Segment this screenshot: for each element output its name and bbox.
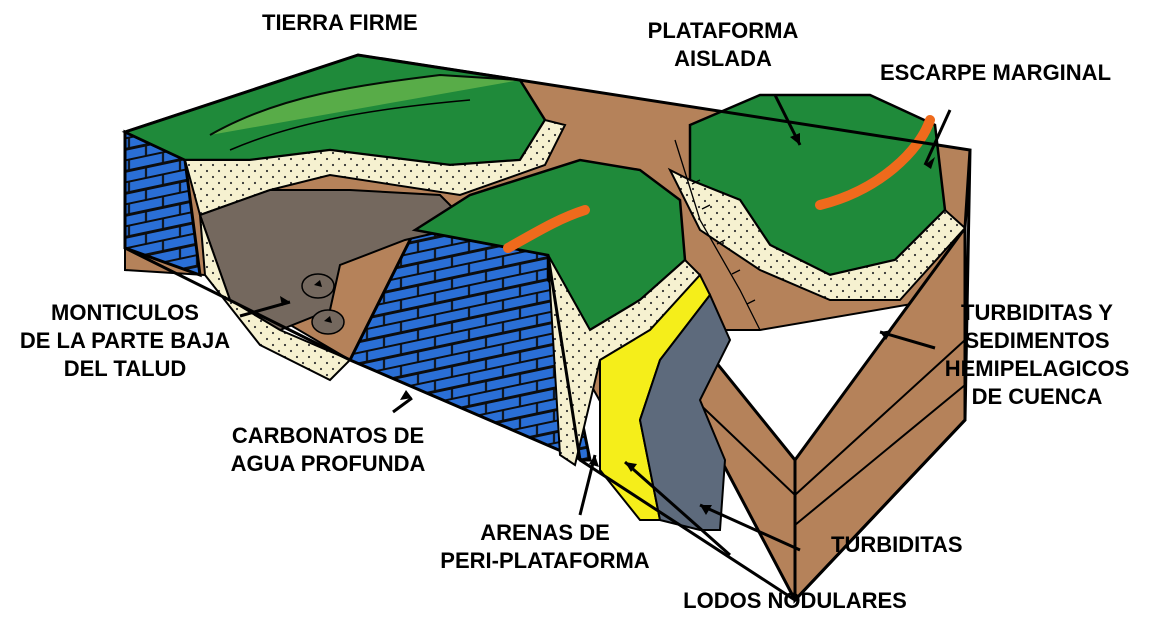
- label-turbiditas-sed-2: SEDIMENTOS: [964, 328, 1109, 353]
- label-turbiditas-sed-4: DE CUENCA: [972, 384, 1103, 409]
- label-turbiditas-sed-1: TURBIDITAS Y: [961, 300, 1113, 325]
- label-monticulos-2: DE LA PARTE BAJA: [20, 328, 230, 353]
- label-tierra-firme: TIERRA FIRME: [262, 10, 418, 35]
- label-arenas-2: PERI-PLATAFORMA: [440, 548, 649, 573]
- label-arenas-1: ARENAS DE: [480, 520, 610, 545]
- label-lodos-nodulares: LODOS NODULARES: [683, 588, 907, 613]
- label-turbiditas-sed-3: HEMIPELAGICOS: [945, 356, 1130, 381]
- label-carbonatos-1: CARBONATOS DE: [232, 423, 424, 448]
- label-turbiditas: TURBIDITAS: [831, 532, 963, 557]
- label-plataforma-aislada-2: AISLADA: [674, 46, 772, 71]
- label-carbonatos-2: AGUA PROFUNDA: [231, 451, 426, 476]
- label-escarpe-marginal: ESCARPE MARGINAL: [880, 60, 1111, 85]
- label-monticulos-1: MONTICULOS: [51, 300, 199, 325]
- label-monticulos-3: DEL TALUD: [64, 356, 187, 381]
- label-plataforma-aislada-1: PLATAFORMA: [648, 18, 799, 43]
